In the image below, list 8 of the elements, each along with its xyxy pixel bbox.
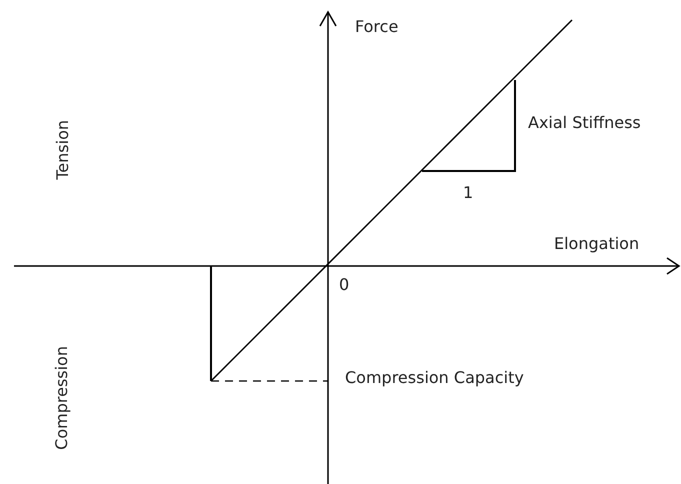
capacity-label: Compression Capacity xyxy=(345,368,524,388)
slope-label: Axial Stiffness xyxy=(528,113,641,133)
unit-label: 1 xyxy=(463,183,474,203)
region-label: Compression xyxy=(52,346,72,450)
axis-label: Elongation xyxy=(554,234,640,254)
axis-label: Force xyxy=(355,17,398,37)
origin-label: 0 xyxy=(339,275,350,295)
region-label: Tension xyxy=(53,120,73,180)
